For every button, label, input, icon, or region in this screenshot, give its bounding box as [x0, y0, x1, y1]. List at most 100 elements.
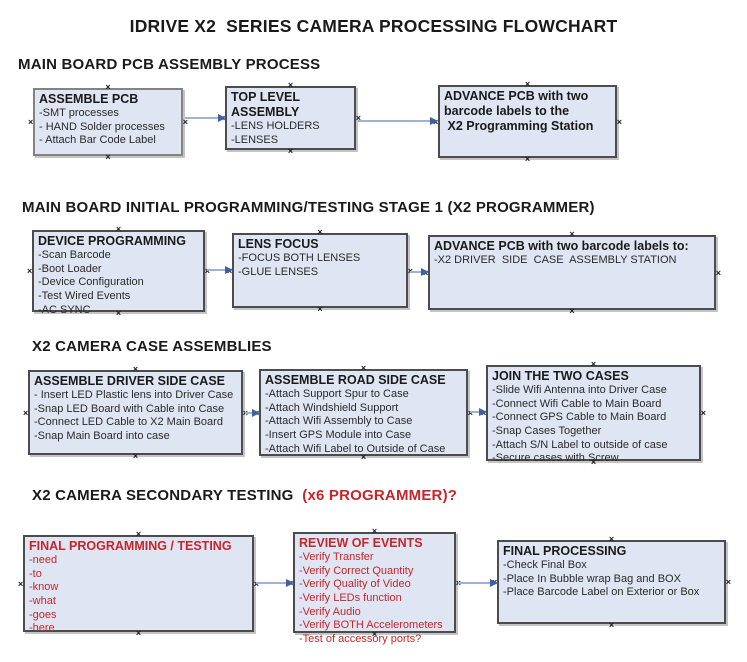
box-item: X2 Programming Station [444, 119, 594, 133]
box-item: - Attach Bar Code Label [39, 134, 156, 147]
box-item: -Test of accessory ports? [299, 632, 422, 645]
connection-handle-icon: × [569, 306, 575, 316]
flow-box-review-of-events[interactable]: REVIEW OF EVENTS -Verify Transfer-Verify… [288, 527, 461, 645]
connection-handle-icon: × [105, 82, 111, 92]
box-item: -Connect Wifi Cable to Main Board [492, 397, 662, 410]
connection-handle-icon: × [135, 628, 142, 638]
box-item: -Snap LED Board with Cable into Case [34, 402, 225, 415]
box-item: -here [29, 622, 55, 635]
connection-handle-icon: × [355, 113, 361, 123]
connection-handle-icon: × [524, 79, 531, 89]
connection-handle-icon: × [608, 534, 615, 544]
connection-handle-icon: × [715, 267, 721, 278]
section-header-secondary-testing: X2 CAMERA SECONDARY TESTING (x6 PROGRAMM… [32, 487, 457, 504]
flow-box-assemble-pcb[interactable]: ASSEMBLE PCB -SMT processes- HAND Solder… [28, 83, 188, 162]
box-title: FINAL PROCESSING [503, 544, 627, 558]
box-item: -Place Barcode Label on Exterior or Box [503, 586, 700, 599]
section-header-case-assemblies: X2 CAMERA CASE ASSEMBLIES [32, 338, 272, 355]
connection-handle-icon: × [616, 116, 622, 127]
connector-arrow[interactable] [245, 409, 260, 417]
flow-box-join-the-two-cases[interactable]: JOIN THE TWO CASES -Slide Wifi Antenna i… [481, 360, 706, 467]
box-item: -Secure cases with Screw [492, 452, 619, 465]
connector-arrow[interactable] [358, 117, 438, 125]
connector-arrow[interactable] [470, 408, 487, 416]
connector-arrow[interactable] [458, 579, 498, 587]
flow-box-final-programming-testing[interactable]: FINAL PROGRAMMING / TESTING -need-to-kno… [18, 530, 259, 638]
connection-handle-icon: × [115, 224, 122, 234]
connection-handle-icon: × [135, 529, 142, 539]
connection-handle-icon: × [287, 146, 294, 156]
connection-handle-icon: × [360, 452, 367, 462]
flow-box-top-level-assembly[interactable]: TOP LEVEL ASSEMBLY -LENS HOLDERS-LENSES … [220, 81, 361, 156]
box-item: -what [29, 594, 56, 607]
connector-arrow[interactable] [410, 268, 429, 276]
box-item: -FOCUS BOTH LENSES [238, 252, 361, 264]
connection-handle-icon: × [204, 266, 210, 276]
box-item: -Attach Windshield Support [265, 401, 399, 414]
connector-arrow[interactable] [207, 266, 233, 274]
box-items: -Scan Barcode-Boot Loader-Device Configu… [38, 249, 199, 317]
box-item: -Connect GPS Cable to Main Board [492, 411, 667, 424]
connection-handle-icon: × [182, 117, 188, 127]
flow-box-device-programming[interactable]: DEVICE PROGRAMMING -Scan Barcode-Boot Lo… [27, 225, 210, 318]
box-item: -Verify Correct Quantity [299, 564, 414, 577]
box-title: JOIN THE TWO CASES [492, 369, 629, 383]
connection-handle-icon: × [132, 451, 139, 461]
box-item: -goes [29, 608, 57, 621]
box-item: -Insert GPS Module into Case [265, 428, 412, 441]
connection-handle-icon: × [590, 457, 597, 467]
box-item: -Attach Support Spur to Case [265, 388, 409, 400]
connection-handle-icon: × [23, 407, 29, 418]
box-items: -Verify Transfer-Verify Correct Quantity… [299, 551, 450, 646]
box-item: -Slide Wifi Antenna into Driver Case [492, 384, 667, 396]
section-header-text: X2 CAMERA SECONDARY TESTING [32, 487, 303, 504]
box-item: -Scan Barcode [38, 249, 111, 261]
box-title: ADVANCE PCB with two barcode labels to: [434, 239, 689, 253]
flow-box-assemble-road-side-case[interactable]: ASSEMBLE ROAD SIDE CASE -Attach Support … [254, 364, 473, 462]
box-item: -Verify Quality of Video [299, 578, 411, 591]
connector-arrow[interactable] [256, 579, 294, 587]
connection-handle-icon: × [590, 359, 597, 369]
box-title: REVIEW OF EVENTS [299, 536, 423, 550]
box-title: TOP LEVEL ASSEMBLY [231, 90, 303, 119]
section-header-text: MAIN BOARD INITIAL PROGRAMMING/TESTING S… [22, 199, 595, 216]
flow-box-advance-pcb-driver-side[interactable]: ADVANCE PCB with two barcode labels to: … [423, 230, 721, 316]
box-title: LENS FOCUS [238, 237, 319, 251]
box-item: -Attach S/N Label to outside of case [492, 438, 668, 451]
flow-box-lens-focus[interactable]: LENS FOCUS -FOCUS BOTH LENSES-GLUE LENSE… [227, 228, 413, 314]
box-items: -LENS HOLDERS-LENSES [231, 120, 350, 147]
box-item: -Verify BOTH Accelerometers [299, 619, 443, 632]
box-item: -Verify Transfer [299, 551, 374, 563]
box-item: -Verify Audio [299, 605, 361, 618]
box-item: -know [29, 581, 59, 594]
connector-arrow[interactable] [185, 114, 226, 122]
flow-box-assemble-driver-side-case[interactable]: ASSEMBLE DRIVER SIDE CASE - Insert LED P… [23, 365, 248, 461]
flow-box-final-processing[interactable]: FINAL PROCESSING -Check Final Box -Place … [492, 535, 731, 630]
box-items: -SMT processes- HAND Solder processes- A… [39, 107, 177, 148]
box-item: -Snap Main Board into case [34, 429, 170, 442]
box-item: -LENSES [231, 133, 279, 146]
section-header-red-suffix: (x6 PROGRAMMER)? [302, 487, 458, 504]
connection-handle-icon: × [132, 364, 139, 374]
connection-handle-icon: × [608, 620, 615, 630]
connection-handle-icon: × [317, 304, 323, 314]
box-title: FINAL PROGRAMMING / TESTING [29, 539, 232, 553]
box-items: -X2 DRIVER SIDE CASE ASSEMBLY STATION [434, 254, 710, 268]
connection-handle-icon: × [105, 152, 111, 162]
box-item: -Boot Loader [38, 262, 102, 275]
box-title: ASSEMBLE DRIVER SIDE CASE [34, 374, 226, 388]
section-header-pcb-assembly: MAIN BOARD PCB ASSEMBLY PROCESS [18, 56, 320, 73]
connection-handle-icon: × [408, 266, 413, 275]
flow-box-advance-pcb-programming-station[interactable]: ADVANCE PCB with two barcode labels to t… [433, 80, 622, 164]
box-item: -Snap Cases Together [492, 424, 602, 437]
box-items: -need-to-know-what-goes-here [29, 554, 248, 636]
page-title: IDRIVE X2 SERIES CAMERA PROCESSING FLOWC… [129, 16, 618, 36]
box-title: ASSEMBLE ROAD SIDE CASE [265, 373, 446, 387]
box-item: -Verify LEDs function [299, 591, 402, 604]
connection-handle-icon: × [360, 363, 367, 373]
box-item: -Device Configuration [38, 276, 144, 289]
connection-handle-icon: × [317, 227, 323, 237]
section-header-text: X2 CAMERA CASE ASSEMBLIES [32, 338, 272, 355]
box-title: ADVANCE PCB with two barcode labels to t… [444, 89, 592, 118]
box-item: -Check Final Box [503, 559, 587, 571]
